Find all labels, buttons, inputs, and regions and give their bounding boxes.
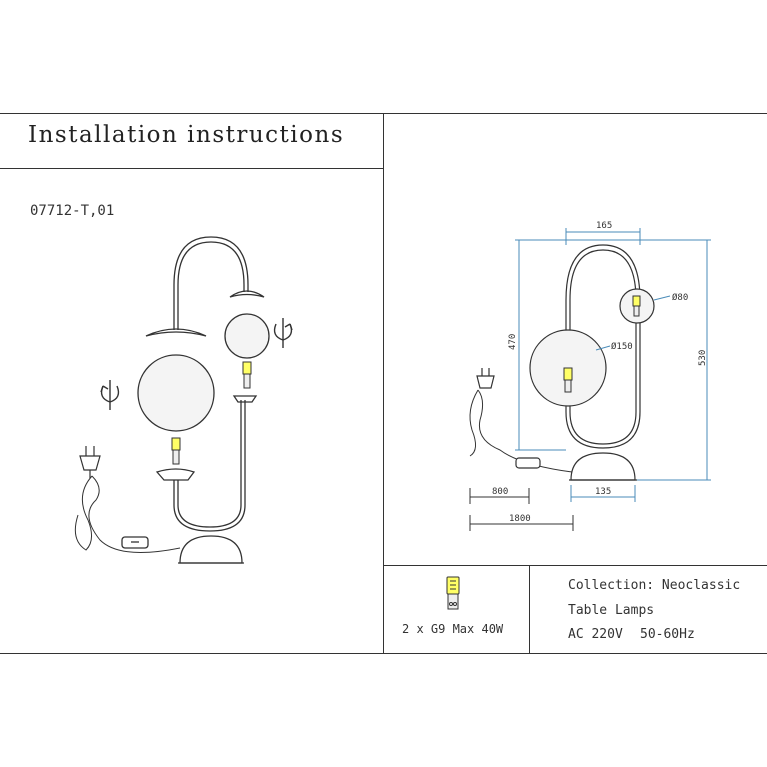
top-cap-large (145, 328, 207, 337)
cord-dimension-lines (469, 488, 574, 531)
title-divider (0, 168, 384, 169)
power-cable (88, 475, 181, 553)
small-globe (224, 313, 270, 359)
dim-base: 135 (595, 487, 611, 497)
dimension-lines (515, 228, 711, 502)
voltage-label: AC 220V (568, 627, 623, 642)
frequency-label: 50-60Hz (640, 627, 695, 642)
top-cap-small (229, 290, 265, 298)
rotate-icon-left (100, 380, 120, 410)
dim-small-globe: Ø80 (672, 292, 688, 303)
dim-height-total: 530 (698, 350, 708, 366)
bulb-info-divider (529, 565, 530, 654)
plug-icon-left (79, 446, 101, 478)
dim-height-body: 470 (508, 334, 518, 350)
lamp-base-dome (179, 535, 243, 564)
bulb-left (171, 437, 181, 451)
plug-icon-right (476, 368, 495, 389)
dim-large-globe: Ø150 (611, 341, 633, 352)
bulb-spec: 2 x G9 Max 40W (402, 622, 504, 636)
category-label: Table Lamps (568, 603, 655, 618)
page-title: Installation instructions (28, 122, 345, 148)
cable-switch-right (515, 457, 541, 469)
holder-cup-left (155, 468, 196, 481)
dim-cord-switch: 800 (492, 487, 508, 497)
base-dome-right (570, 452, 636, 481)
lamp-body-u (173, 400, 246, 532)
holder-cup-right (232, 395, 258, 403)
info-divider (384, 565, 767, 566)
dimensioned-lamp-drawing (469, 244, 655, 481)
bulb-right (242, 361, 252, 375)
dim-width-top: 165 (596, 221, 612, 231)
exploded-lamp-drawing (74, 236, 270, 564)
dim-cord-total: 1800 (509, 514, 531, 524)
center-divider (383, 113, 384, 654)
rotate-icon-right (273, 318, 293, 348)
g9-bulbs-right (563, 295, 641, 393)
lamp-arm-top (173, 236, 249, 330)
collection-label: Collection: Neoclassic (568, 578, 741, 593)
model-number: 07712-T,01 (30, 203, 115, 219)
large-globe (137, 354, 215, 432)
g9-bulbs-left (171, 361, 252, 465)
g9-bulb-icon (446, 576, 460, 610)
rotation-icons (100, 318, 293, 410)
